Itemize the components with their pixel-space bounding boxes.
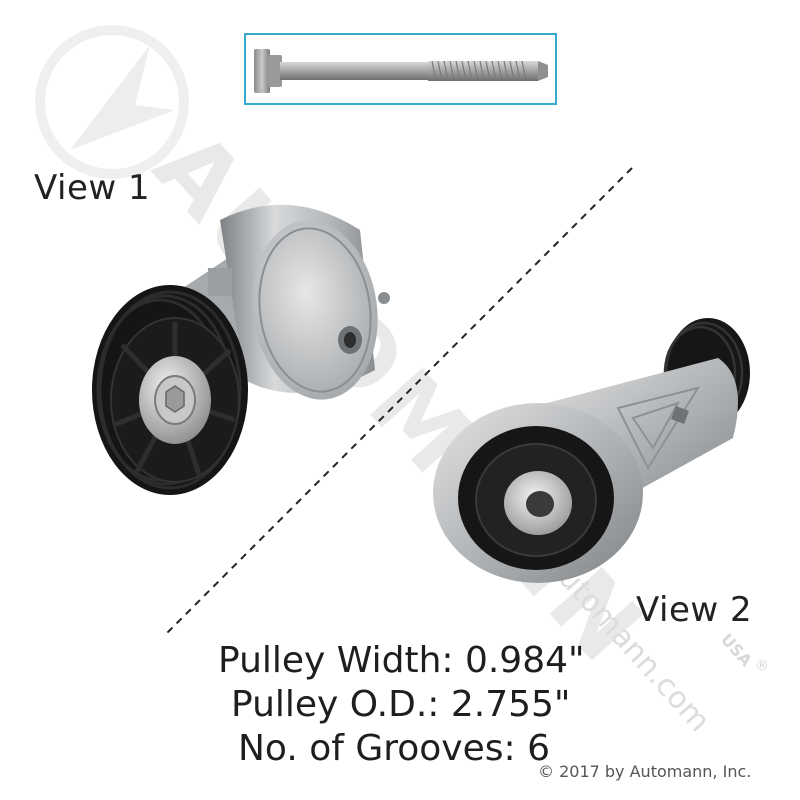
spec-pulley-od: Pulley O.D.: 2.755" (231, 684, 571, 725)
view2-label: View 2 (636, 590, 753, 630)
spec-grooves: No. of Grooves: 6 (238, 728, 550, 769)
copyright-text: © 2017 by Automann, Inc. (538, 762, 752, 781)
spec-pulley-width: Pulley Width: 0.984" (218, 640, 585, 681)
tensioner-view1-image (92, 204, 390, 495)
tensioner-view2-image (433, 318, 750, 583)
bolt-image (254, 49, 548, 93)
view1-label: View 1 (34, 168, 151, 208)
bolt-image-frame (244, 33, 557, 105)
watermark-registered: ® (755, 658, 769, 674)
